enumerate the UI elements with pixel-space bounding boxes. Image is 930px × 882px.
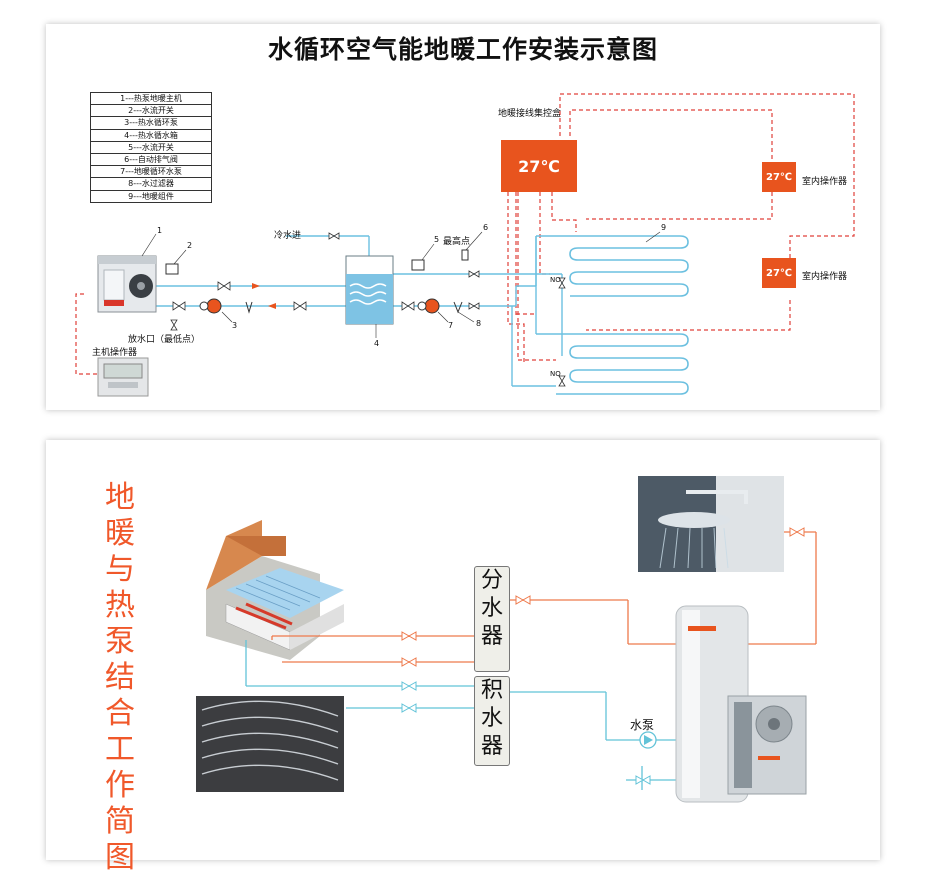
hot-water-circulation-pump — [199, 298, 222, 314]
title-char: 合 — [105, 696, 135, 731]
title-char: 结 — [105, 660, 135, 695]
drain-label: 放水口（最低点） — [128, 335, 201, 345]
distributor-char: 水 — [480, 596, 503, 621]
legend-row: 9---地暖组件 — [128, 191, 174, 201]
heat-pump-host — [97, 255, 157, 313]
title-char: 热 — [105, 588, 135, 623]
legend-row: 4---热水循水箱 — [91, 130, 211, 142]
room-controller-2: 27℃ — [762, 258, 796, 288]
title-char: 图 — [105, 840, 135, 875]
water-tank — [345, 255, 394, 325]
room-controller-1: 27℃ — [762, 162, 796, 192]
pump-label: 水泵 — [630, 718, 655, 732]
legend-row: 8---水过滤器 — [91, 178, 211, 191]
leader-lines — [141, 231, 661, 338]
water-filter — [453, 301, 463, 314]
house-floor-illustration — [206, 520, 344, 660]
combination-diagram-panel: 地 暖 与 热 泵 结 合 工 作 简 图 — [46, 440, 880, 875]
collector-box: 27℃ — [501, 140, 577, 192]
number-label: 5 — [434, 235, 439, 244]
cold-water-in-label: 冷水进 — [274, 231, 302, 241]
title-char: 与 — [105, 552, 135, 587]
water-collector: 积 水 器 — [474, 676, 510, 766]
title-char: 简 — [105, 804, 135, 839]
auto-air-vent — [461, 249, 469, 261]
legend-table: 1---热泵地暖主机 2---水流开关 3---热水循环泵 4---热水循水箱 … — [90, 92, 212, 203]
floor-pipe-photo — [196, 696, 344, 792]
legend-row: 5---水流开关 — [91, 142, 211, 154]
title-char: 地 — [105, 480, 135, 515]
heat-pump-outdoor-unit — [727, 695, 807, 795]
combination-schematic — [196, 476, 817, 803]
distributor-char: 分 — [480, 568, 503, 593]
water-distributor: 分 水 器 — [474, 566, 510, 672]
title-char: 泵 — [105, 624, 135, 659]
installation-diagram-panel: 水循环空气能地暖工作安装示意图 1---热泵地暖主机 2---水流开关 3---… — [46, 24, 880, 410]
floor-circulation-pump — [417, 298, 440, 314]
shower-photo — [638, 476, 784, 572]
no-labels: NO NO — [550, 276, 561, 378]
number-label: 4 — [374, 339, 379, 348]
collector-char: 器 — [480, 734, 503, 759]
legend-row: 7---地暖循环水泵 — [91, 166, 211, 179]
no-label: NO — [550, 276, 561, 284]
host-controller-label: 主机操作器 — [92, 348, 138, 358]
collector-char: 水 — [480, 706, 503, 731]
room-controller-label-1: 室内操作器 — [802, 177, 848, 187]
number-label: 3 — [232, 321, 237, 330]
legend-row: 6---自动排气阀 — [91, 154, 211, 167]
number-label: 2 — [187, 241, 192, 250]
floor-heating-coil — [556, 235, 689, 395]
number-label: 7 — [448, 321, 453, 330]
room-controller-label-2: 室内操作器 — [802, 272, 848, 282]
piping-schematic: 1 2 3 4 5 6 7 8 9 NO NO — [75, 93, 855, 397]
number-label: 9 — [661, 223, 666, 232]
water-pump-symbol — [639, 731, 657, 749]
legend-row: 2---水流开关 — [91, 105, 211, 118]
number-label: 6 — [483, 223, 488, 232]
host-controller-device — [97, 357, 149, 397]
highest-point-label: 最高点 — [443, 237, 471, 247]
vertical-title: 地 暖 与 热 泵 结 合 工 作 简 图 — [100, 480, 140, 876]
flow-switch-5 — [411, 259, 425, 271]
flow-switch-2 — [165, 263, 179, 275]
number-label: 8 — [476, 319, 481, 328]
no-label: NO — [550, 370, 561, 378]
title-char: 工 — [105, 732, 135, 767]
water-filter-host — [245, 301, 253, 314]
component-numbers: 1 2 3 4 5 6 7 8 9 — [157, 223, 666, 348]
hot-valves — [401, 527, 805, 667]
title-char: 暖 — [105, 516, 135, 551]
number-label: 1 — [157, 226, 162, 235]
legend-row: 1---热泵地暖主机 — [91, 93, 211, 106]
hot-water-pipes — [271, 531, 817, 663]
collector-char: 积 — [480, 678, 503, 703]
diagram-title: 水循环空气能地暖工作安装示意图 — [267, 35, 658, 64]
valves — [170, 232, 566, 387]
cold-valves — [401, 681, 651, 785]
collector-label: 地暖接线集控盒 — [498, 109, 562, 119]
legend-row: 3---热水循环泵 — [91, 117, 211, 130]
flow-arrows — [252, 283, 276, 309]
control-wiring — [75, 93, 855, 375]
title-char: 作 — [105, 768, 135, 803]
distributor-char: 器 — [480, 624, 503, 649]
